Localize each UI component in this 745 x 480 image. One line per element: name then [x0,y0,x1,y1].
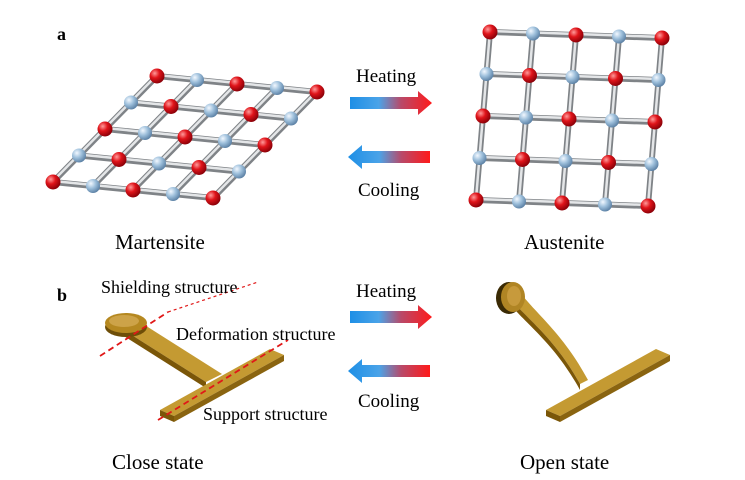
martensite-blue-atom [152,156,166,171]
austenite-red-atom [647,114,663,130]
austenite-red-atom [561,111,577,127]
deformation-dashed-line [157,339,289,421]
martensite-red-atom [125,182,141,198]
austenite-caption: Austenite [524,230,604,254]
martensite-blue-atom [166,187,180,201]
martensite-red-atom [243,107,259,122]
austenite-blue-atom [512,194,526,209]
austenite-blue-atom [651,73,666,87]
heating-label-a: Heating [356,66,417,87]
austenite-blue-atom [605,113,619,128]
austenite-blue-atom [644,157,659,171]
deformation-structure-label: Deformation structure [176,324,335,344]
close-state-structure [105,313,284,422]
shielding-leader-line [167,281,259,313]
shielding-structure-label: Shielding structure [101,277,237,297]
open-state-caption: Open state [520,450,609,474]
shielding-dashed-line [99,311,169,357]
austenite-blue-atom [558,154,573,168]
austenite-red-atom [522,68,537,83]
austenite-red-atom [482,24,498,40]
martensite-red-atom [111,152,127,167]
austenite-red-atom [601,155,616,170]
panel-b-label: b [57,285,67,305]
martensite-blue-atom [72,148,86,163]
martensite-red-atom [177,129,193,145]
martensite-blue-atom [190,73,204,87]
austenite-red-atom [475,108,491,124]
austenite-red-atom [468,192,484,208]
austenite-blue-atom [479,67,494,81]
cooling-label-b: Cooling [358,391,420,412]
austenite-red-atom [554,195,570,211]
martensite-blue-atom [138,126,152,140]
martensite-red-atom [45,174,61,190]
austenite-red-atom [515,152,530,167]
heating-arrow-a-icon [350,91,432,115]
martensite-blue-atom [284,111,298,126]
martensite-blue-atom [204,103,218,118]
cooling-arrow-b-icon [348,359,430,383]
austenite-blue-atom [598,197,612,212]
martensite-blue-atom [218,134,232,148]
close-state-caption: Close state [112,450,204,474]
panel-a-label: a [57,24,66,44]
austenite-blue-atom [472,151,487,165]
martensite-red-atom [257,137,273,153]
martensite-red-atom [97,121,113,137]
martensite-red-atom [163,99,179,114]
martensite-lattice [45,68,325,206]
martensite-blue-atom [86,179,100,193]
martensite-blue-atom [270,81,284,95]
martensite-red-atom [149,68,165,84]
austenite-blue-atom [612,29,626,44]
martensite-caption: Martensite [115,230,205,254]
martensite-red-atom [309,84,325,100]
austenite-blue-atom [519,110,533,125]
austenite-blue-atom [526,26,540,41]
austenite-red-atom [608,71,623,86]
martensite-red-atom [191,160,207,175]
cooling-label-a: Cooling [358,180,420,201]
support-structure-label: Support structure [203,404,327,424]
martensite-blue-atom [124,95,138,110]
austenite-red-atom [654,30,670,46]
heating-arrow-b-icon [350,305,432,329]
martensite-blue-atom [232,164,246,179]
cooling-arrow-a-icon [348,145,430,169]
heating-label-b: Heating [356,281,417,302]
austenite-blue-atom [565,70,580,84]
austenite-red-atom [640,198,656,214]
open-state-structure [496,282,670,422]
martensite-red-atom [229,76,245,92]
austenite-lattice [468,24,670,214]
martensite-red-atom [205,190,221,206]
austenite-red-atom [568,27,584,43]
